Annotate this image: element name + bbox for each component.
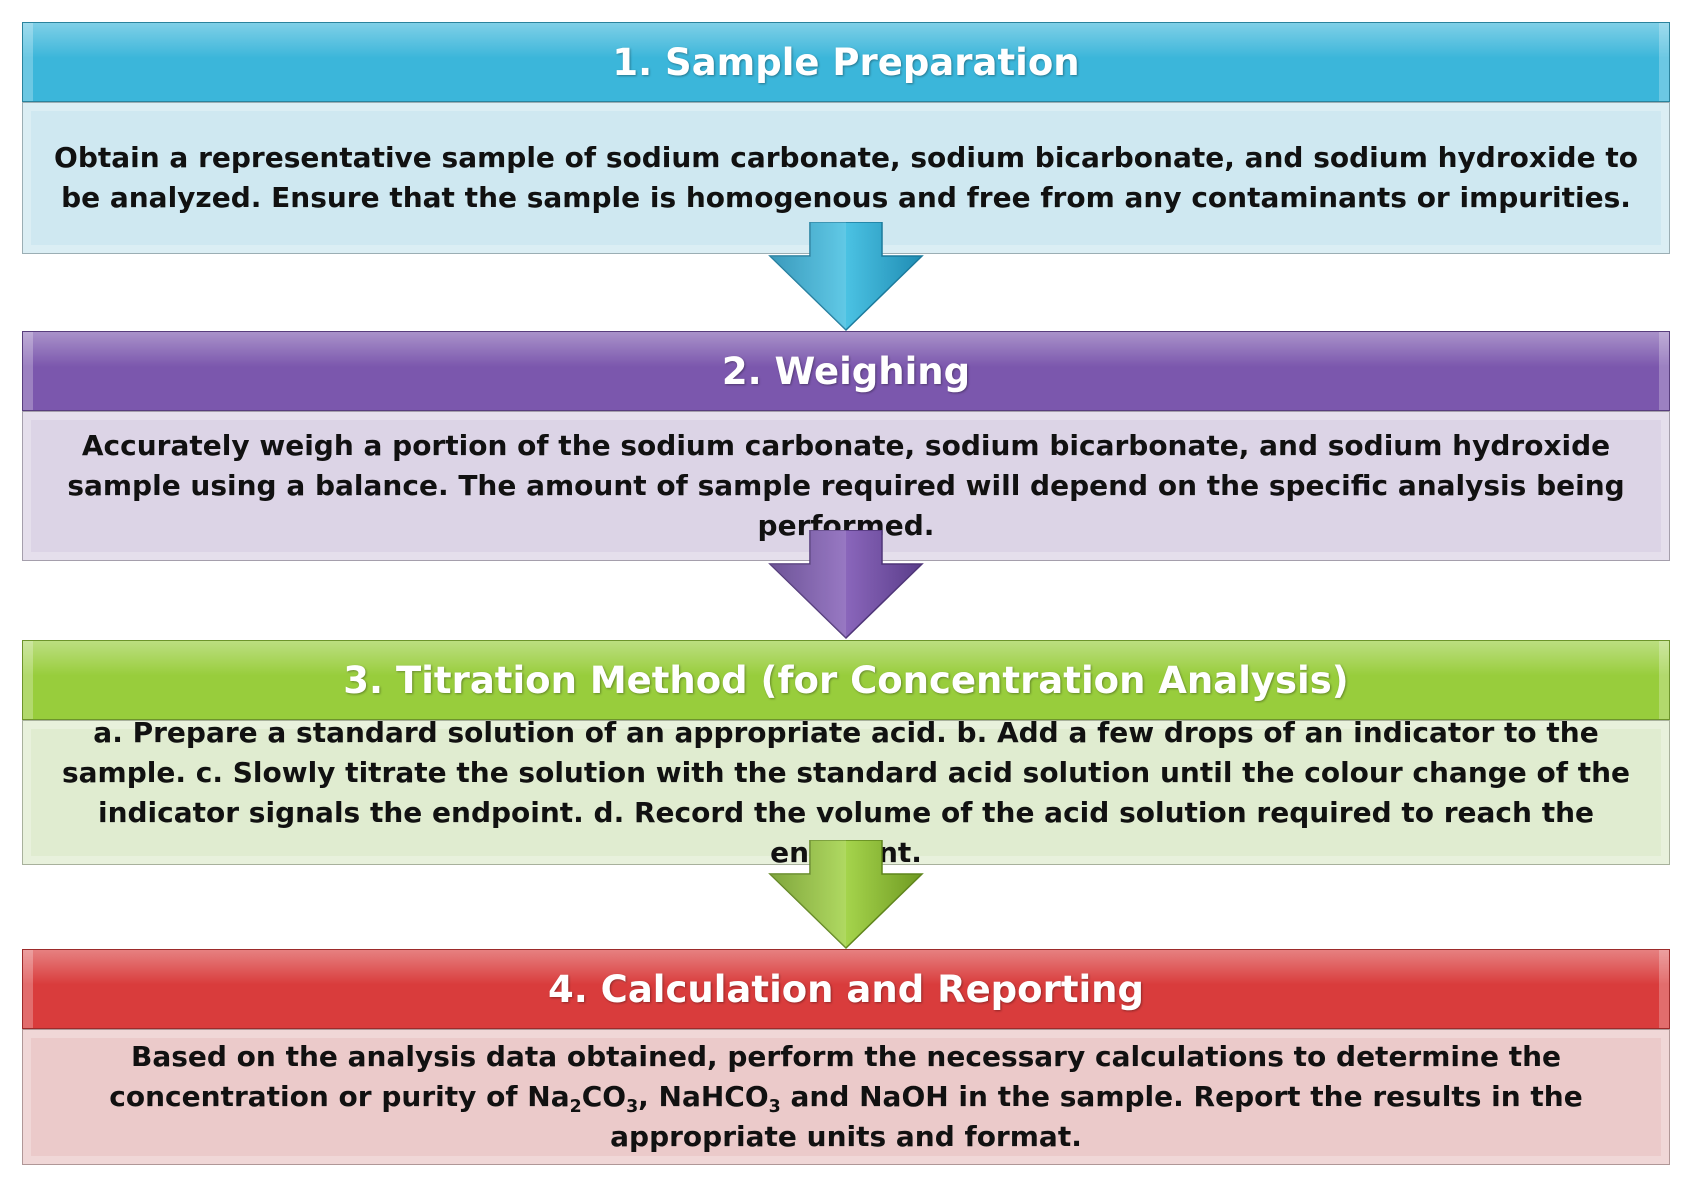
- step-2-text: Accurately weigh a portion of the sodium…: [67, 429, 1625, 542]
- step-1-text: Obtain a representative sample of sodium…: [54, 141, 1638, 214]
- step-1-header: 1. Sample Preparation: [22, 22, 1670, 102]
- arrow-down-icon: [768, 840, 924, 950]
- arrow-down-icon: [768, 222, 924, 332]
- step-1-title: 1. Sample Preparation: [612, 40, 1080, 84]
- step-4-title: 4. Calculation and Reporting: [547, 967, 1145, 1011]
- step-4-header: 4. Calculation and Reporting: [22, 949, 1670, 1029]
- step-4-body: Based on the analysis data obtained, per…: [22, 1029, 1670, 1165]
- step-4-text: Based on the analysis data obtained, per…: [109, 1040, 1583, 1153]
- arrow-down-icon: [768, 530, 924, 640]
- step-2-header: 2. Weighing: [22, 331, 1670, 411]
- step-2-title: 2. Weighing: [721, 349, 971, 393]
- step-3-title: 3. Titration Method (for Concentration A…: [343, 658, 1349, 702]
- step-3-header: 3. Titration Method (for Concentration A…: [22, 640, 1670, 720]
